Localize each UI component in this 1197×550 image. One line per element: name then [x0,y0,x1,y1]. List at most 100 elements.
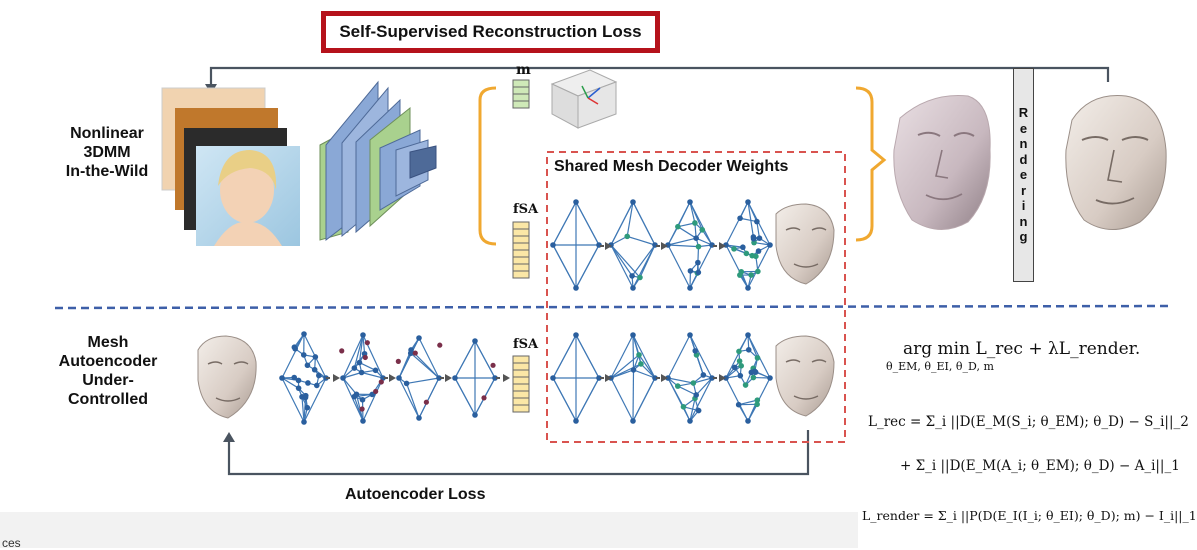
mesh-node [630,199,636,205]
outlier-node [359,406,364,411]
mesh-node [767,242,773,248]
outlier-node [413,350,418,355]
section-divider [55,306,1172,308]
mesh-node [296,385,302,391]
mesh-node [692,220,698,226]
mesh-edge [633,245,655,288]
mesh-node [630,332,636,338]
fsa-symbol-top: fSA [513,202,538,217]
mesh-node [687,332,693,338]
mesh-node [687,285,693,291]
mesh-node [291,375,297,381]
mesh-node [675,383,681,389]
label-line: Controlled [48,390,168,409]
m-symbol: m [516,62,531,78]
mesh-node [701,372,707,378]
mesh-autoencoder-label: Mesh Autoencoder Under- Controlled [48,333,168,409]
mesh-node [745,285,751,291]
mesh-node [550,242,556,248]
mesh-node [675,224,681,230]
mesh-edge [611,378,633,421]
outlier-node [490,363,495,368]
mesh-node [755,355,761,361]
mesh-edge [668,245,690,288]
objective-subscript: θ_EM, θ_EI, θ_D, m [886,360,994,373]
mesh-node [396,375,402,381]
input-photo-stack [162,88,300,246]
mesh-node [573,285,579,291]
mesh-node [699,227,705,233]
mesh-node [740,244,746,250]
mesh-edge [668,202,690,245]
mesh-node [313,354,319,360]
mesh-edge [611,245,632,276]
mesh-node [693,235,699,241]
mesh-node [738,373,744,379]
outlier-node [363,355,368,360]
label-line: Nonlinear [52,124,162,143]
autoencoder-loss-label: Autoencoder Loss [345,486,485,504]
mesh-node [629,273,635,279]
lrec-equation-line1: L_rec = Σ_i ||D(E_M(S_i; θ_EM); θ_D) − S… [868,414,1189,430]
mesh-node [472,338,478,344]
outlier-node [365,340,370,345]
mesh-edge [678,227,696,239]
mesh-node [314,383,320,389]
mesh-edge [455,341,475,378]
fsa-symbol-bottom: fSA [513,337,538,352]
mesh-node [687,418,693,424]
mesh-node [305,362,311,368]
mesh-node [688,268,694,274]
mesh-node [292,344,298,350]
autoencoder-loss-arrow [223,430,808,474]
render-letter: i [1022,198,1026,214]
label-line: 3DMM [52,143,162,162]
mesh-node [736,402,742,408]
label-line: In-the-Wild [52,162,162,181]
mesh-node [746,347,752,353]
mesh-node [301,419,307,425]
mesh-edge [690,335,712,378]
decoded-face-bottom [776,336,834,416]
render-letter: e [1020,167,1027,183]
mesh-node [301,352,307,358]
rendered-face [1066,96,1166,230]
mesh-node [745,418,751,424]
mesh-edge [553,245,576,288]
mesh-edge [633,202,655,245]
mesh-node [359,370,365,376]
mesh-edge [407,378,439,383]
mesh-node [630,418,636,424]
mesh-node [637,275,643,281]
encoder-cnn [320,82,436,240]
mesh-edge [678,386,696,395]
mesh-node [737,358,743,364]
mesh-node [696,270,702,276]
mesh-node [357,360,363,366]
mesh-node [745,332,751,338]
mesh-node [573,332,579,338]
shared-decoder-title: Shared Mesh Decoder Weights [554,158,788,176]
rendering-block: R e n d e r i n g [1013,68,1034,282]
mesh-node [695,260,701,266]
render-letter: n [1020,136,1028,152]
mesh-edge [632,245,655,276]
mesh-node [754,402,760,408]
render-letter: R [1019,105,1028,121]
label-line: Mesh [48,333,168,352]
outlier-node [396,359,401,364]
feature-vector-top [513,222,529,278]
lrec-equation-line2: + Σ_i ||D(E_M(A_i; θ_EM); θ_D) − A_i||_1 [900,458,1180,474]
objective-equation: arg min L_rec + λL_render. [903,339,1140,359]
label-line: Autoencoder [48,352,168,371]
mesh-node [352,365,358,371]
outlier-node [379,379,384,384]
mesh-node [373,368,379,374]
mesh-edge [282,334,304,378]
mesh-edge [633,335,634,370]
mesh-node [737,215,743,221]
render-letter: d [1020,152,1028,168]
label-line: Under- [48,371,168,390]
mesh-edge [553,378,576,421]
mesh-node [624,234,630,240]
